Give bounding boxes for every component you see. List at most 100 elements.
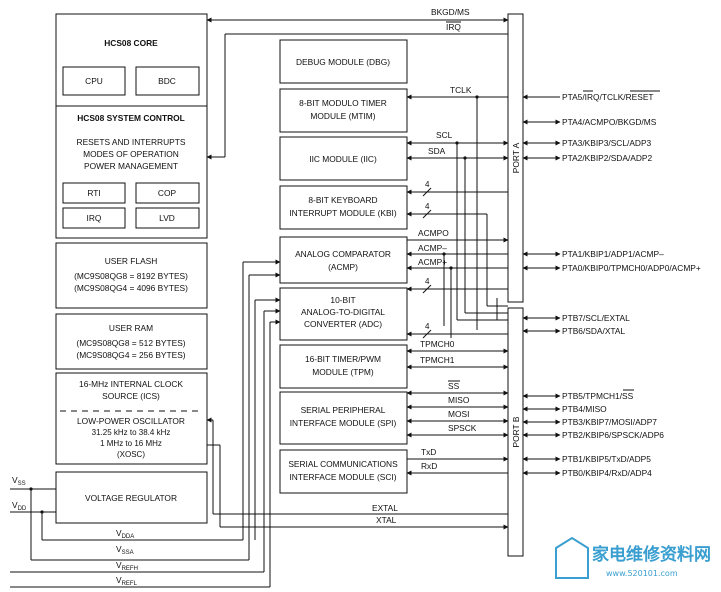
iic-label: IIC MODULE (IIC) — [309, 154, 377, 164]
lvd-label: LVD — [159, 213, 175, 223]
port-a: PORT A — [507, 13, 524, 303]
kbi-module — [279, 185, 408, 230]
kbi-width-b: 4 — [425, 202, 430, 211]
pin-ptb6: PTB6/SDA/XTAL — [562, 326, 625, 336]
core-title: HCS08 CORE — [104, 38, 158, 48]
kbi-label: 8-BIT KEYBOARD — [308, 195, 377, 205]
pin-labels: PTA5/IRQ/TCLK/RESET PTA4/ACMPO/BKGD/MS P… — [522, 90, 701, 478]
watermark-url: www.520101.com — [606, 569, 678, 578]
cpu-box — [62, 66, 126, 96]
user-ram-block: USER RAM (MC9S08QG8 = 512 BYTES) (MC9S08… — [55, 313, 208, 370]
adc-module — [279, 287, 408, 341]
voltage-regulator-block: VOLTAGE REGULATOR — [55, 471, 208, 524]
xosc-line: (XOSC) — [117, 450, 145, 459]
lvd-box — [135, 207, 200, 229]
pin-ptb1: PTB1/KBIP5/TxD/ADP5 — [562, 454, 651, 464]
pin-ptb2: PTB2/KBIP6/SPSCK/ADP6 — [562, 430, 664, 440]
port-b-label: PORT B — [511, 416, 521, 447]
supply-pins: VSS VDD VDDA VSSA VREFH VREFL — [10, 259, 281, 588]
kbi-label: INTERRUPT MODULE (KBI) — [289, 208, 397, 218]
dbg-label: DEBUG MODULE (DBG) — [296, 57, 390, 67]
xosc-line: 1 MHz to 16 MHz — [100, 439, 162, 448]
irq-label: IRQ — [87, 213, 102, 223]
spi-label: SERIAL PERIPHERAL — [301, 405, 386, 415]
spi-label: INTERFACE MODULE (SPI) — [290, 418, 397, 428]
port-b: PORT B — [507, 307, 524, 557]
adc-label: CONVERTER (ADC) — [304, 319, 382, 329]
irq-box — [62, 207, 126, 229]
watermark: 家电维修资料网 www.520101.com — [555, 536, 711, 579]
vrefh-label: VREFH — [116, 560, 138, 572]
vrefl-label: VREFL — [116, 575, 138, 587]
signal-lines: BKGD/MS IRQ TCLK SCL SDA 4 4 ACMPO ACMP–… — [206, 7, 509, 530]
xtal-signal: XTAL — [376, 515, 397, 525]
ics-line: SOURCE (ICS) — [102, 391, 160, 401]
vdda-label: VDDA — [116, 528, 134, 540]
hcs08-core-block: HCS08 CORE CPU BDC HCS08 SYSTEM CONTROL … — [55, 13, 208, 239]
flash-line: (MC9S08QG4 = 4096 BYTES) — [74, 283, 188, 293]
acmp-plus-signal: ACMP+ — [418, 257, 447, 267]
adc-label: ANALOG-TO-DIGITAL — [301, 307, 385, 317]
pin-pta5: PTA5/IRQ/TCLK/RESET — [562, 92, 654, 102]
cpu-label: CPU — [85, 76, 103, 86]
sda-signal: SDA — [428, 146, 446, 156]
regulator-label: VOLTAGE REGULATOR — [85, 493, 177, 503]
ics-line: 16-MHz INTERNAL CLOCK — [79, 379, 183, 389]
adc-label: 10-BIT — [330, 295, 355, 305]
vssa-label: VSSA — [116, 544, 134, 556]
tpmch0-signal: TPMCH0 — [420, 339, 455, 349]
adc-width-b: 4 — [425, 322, 430, 331]
flash-title: USER FLASH — [105, 256, 158, 266]
spsck-signal: SPSCK — [448, 423, 477, 433]
txd-signal: TxD — [421, 447, 436, 457]
bkgd-signal: BKGD/MS — [431, 7, 470, 17]
sysctl-line: POWER MANAGEMENT — [84, 161, 178, 171]
bdc-label: BDC — [158, 76, 176, 86]
dbg-module — [279, 39, 408, 84]
ram-line: (MC9S08QG8 = 512 BYTES) — [76, 338, 185, 348]
pin-pta0: PTA0/KBIP0/TPMCH0/ADP0/ACMP+ — [562, 263, 701, 273]
user-flash-block: USER FLASH (MC9S08QG8 = 8192 BYTES) (MC9… — [55, 242, 208, 309]
spi-module — [279, 391, 408, 445]
port-a-label: PORT A — [511, 142, 521, 173]
tpm-label: 16-BIT TIMER/PWM — [305, 354, 381, 364]
cop-label: COP — [158, 188, 177, 198]
mosi-signal: MOSI — [448, 409, 469, 419]
sci-label: INTERFACE MODULE (SCI) — [289, 472, 396, 482]
irq-signal: IRQ — [446, 22, 461, 32]
sci-label: SERIAL COMMUNICATIONS — [288, 459, 398, 469]
acmp-label: (ACMP) — [328, 262, 358, 272]
bdc-box — [135, 66, 200, 96]
pin-ptb0: PTB0/KBIP4/RxD/ADP4 — [562, 468, 652, 478]
mtim-module — [279, 88, 408, 133]
acmp-minus-signal: ACMP– — [418, 243, 447, 253]
mtim-label: 8-BIT MODULO TIMER — [299, 98, 387, 108]
sysctl-title: HCS08 SYSTEM CONTROL — [77, 113, 185, 123]
pin-pta3: PTA3/KBIP3/SCL/ADP3 — [562, 138, 652, 148]
pin-pta4: PTA4/ACMPO/BKGD/MS — [562, 117, 657, 127]
acmpo-signal: ACMPO — [418, 228, 449, 238]
acmp-module — [279, 236, 408, 284]
scl-signal: SCL — [436, 130, 453, 140]
sysctl-line: MODES OF OPERATION — [83, 149, 179, 159]
ram-line: (MC9S08QG4 = 256 BYTES) — [76, 350, 185, 360]
rti-label: RTI — [87, 188, 100, 198]
rxd-signal: RxD — [421, 461, 437, 471]
tclk-signal: TCLK — [450, 85, 472, 95]
clock-block: 16-MHz INTERNAL CLOCK SOURCE (ICS) LOW-P… — [55, 372, 208, 465]
flash-line: (MC9S08QG8 = 8192 BYTES) — [74, 271, 188, 281]
acmp-label: ANALOG COMPARATOR — [295, 249, 391, 259]
pin-ptb5: PTB5/TPMCH1/SS — [562, 391, 634, 401]
tpm-label: MODULE (TPM) — [312, 367, 374, 377]
house-logo-icon — [555, 536, 589, 579]
extal-signal: EXTAL — [372, 503, 398, 513]
cop-box — [135, 182, 200, 204]
pin-ptb3: PTB3/KBIP7/MOSI/ADP7 — [562, 417, 657, 427]
pin-pta1: PTA1/KBIP1/ADP1/ACMP– — [562, 249, 664, 259]
miso-signal: MISO — [448, 395, 470, 405]
tpmch1-signal: TPMCH1 — [420, 355, 455, 365]
tpm-module — [279, 344, 408, 389]
pin-ptb4: PTB4/MISO — [562, 404, 607, 414]
mtim-label: MODULE (MTIM) — [310, 111, 375, 121]
